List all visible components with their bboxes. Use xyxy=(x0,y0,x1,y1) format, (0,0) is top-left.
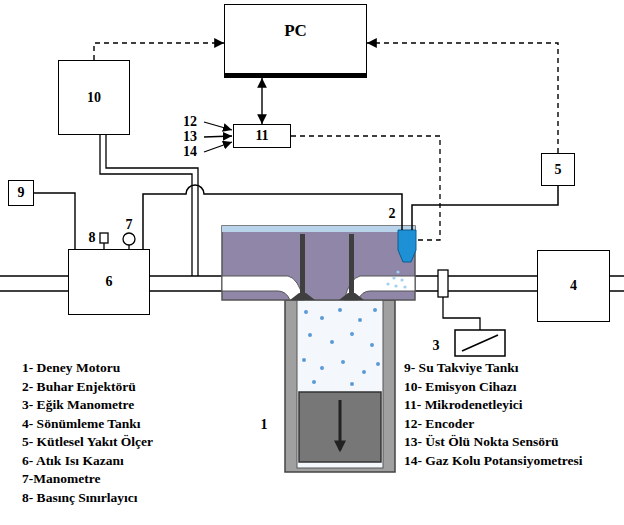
callout-number: 7 xyxy=(126,217,133,232)
pipe-wall xyxy=(0,290,68,292)
dot xyxy=(358,318,362,322)
key-entry: 2- Buhar Enjektörü xyxy=(22,379,136,394)
dot xyxy=(302,358,306,362)
dot xyxy=(350,382,354,386)
water-tank-box: 9 xyxy=(8,180,34,206)
fuel-line xyxy=(412,186,558,230)
key-entry: 1- Deney Motoru xyxy=(22,361,120,376)
inclined-manometer xyxy=(455,330,505,356)
spray xyxy=(386,270,406,288)
callout-number: 1 xyxy=(261,417,268,432)
spray-drop xyxy=(394,284,397,287)
connector xyxy=(261,78,262,124)
key-entry: 11- Mikrodenetleyici xyxy=(404,398,523,413)
manometer-gauge xyxy=(123,233,135,245)
valve-stem xyxy=(300,234,305,294)
box-label: 9 xyxy=(18,185,25,200)
orifice-flange xyxy=(438,270,448,297)
spray-drop xyxy=(396,270,399,273)
signal-arrow xyxy=(204,136,232,137)
dot xyxy=(362,370,366,374)
valve-head xyxy=(290,293,315,300)
microcontroller-box: 11 xyxy=(233,124,291,148)
pipe-wall xyxy=(150,275,222,277)
steam-line xyxy=(143,185,402,249)
spray-drop xyxy=(392,276,395,279)
manometer-tube xyxy=(443,297,480,330)
box-label: 6 xyxy=(106,274,113,289)
piston xyxy=(299,392,381,462)
key-entry: 12- Encoder xyxy=(404,416,474,431)
computer-box: PC xyxy=(224,4,367,78)
manometer-tube xyxy=(462,335,498,351)
boiler-box: 6 xyxy=(68,249,150,315)
signal-arrow xyxy=(204,142,232,152)
spray-drop xyxy=(400,278,403,281)
key-entry: 5- Kütlesel Yakıt Ölçer xyxy=(22,435,153,450)
exhaust-port xyxy=(222,276,304,300)
steam-injector xyxy=(398,230,416,262)
cylinder-head xyxy=(222,226,415,300)
key-entry: 9- Su Takviye Tankı xyxy=(404,361,518,376)
dot xyxy=(373,308,377,312)
spray-drop xyxy=(386,282,389,285)
box-label: 10 xyxy=(87,90,101,105)
fuel-meter-box: 5 xyxy=(541,153,575,186)
dot xyxy=(376,362,380,366)
data-link xyxy=(367,43,558,153)
key-entry: 4- Sönümleme Tankı xyxy=(22,416,141,431)
control-signal xyxy=(291,136,440,240)
cylinder-liner xyxy=(297,300,383,468)
dot xyxy=(312,380,316,384)
valve-head xyxy=(339,293,364,300)
dot xyxy=(320,366,324,370)
dot xyxy=(304,310,308,314)
valve-stem xyxy=(349,234,354,294)
key-entry: 13- Üst Ölü Nokta Sensörü xyxy=(404,435,559,450)
dot xyxy=(370,343,374,347)
pipe-wall xyxy=(0,275,68,277)
pipe-wall xyxy=(150,290,222,292)
key-entry: 8- Basınç Sınırlayıcı xyxy=(22,490,138,505)
pipe-wall xyxy=(415,275,537,277)
callout-number: 14 xyxy=(183,144,197,159)
mixture-dots xyxy=(302,308,380,386)
engine-block xyxy=(285,300,395,472)
dot xyxy=(350,332,354,336)
callout-number: 3 xyxy=(433,338,440,353)
connector xyxy=(34,193,75,249)
data-link xyxy=(94,43,224,60)
dot xyxy=(308,333,312,337)
emission-device-box: 10 xyxy=(58,60,130,135)
key-entry: 10- Emisyon Cihazı xyxy=(404,379,517,394)
spray-drop xyxy=(403,285,406,288)
callout-number: 2 xyxy=(389,206,396,221)
key-entry: 3- Eğik Manometre xyxy=(22,398,134,413)
callout-number: 8 xyxy=(89,230,96,245)
dot xyxy=(320,316,324,320)
head-band xyxy=(222,226,415,232)
box-label: 5 xyxy=(555,162,562,177)
pressure-limiter xyxy=(100,233,108,243)
box-label: PC xyxy=(284,22,307,41)
piston-motion-arrow xyxy=(339,400,342,450)
box-label: 11 xyxy=(255,128,268,143)
callout-number: 12 xyxy=(183,114,197,129)
pipe-wall xyxy=(610,275,624,277)
key-entry: 6- Atık Isı Kazanı xyxy=(22,453,124,468)
pipe-wall xyxy=(610,290,624,292)
dot xyxy=(341,360,345,364)
dot xyxy=(338,308,342,312)
signal-arrow xyxy=(204,122,232,130)
damping-tank-box: 4 xyxy=(537,250,610,322)
key-entry: 14- Gaz Kolu Potansiyometresi xyxy=(404,453,583,468)
dot xyxy=(330,340,334,344)
callout-number: 13 xyxy=(183,129,197,144)
key-entry: 7-Manometre xyxy=(22,472,100,487)
box-label: 4 xyxy=(570,278,577,293)
pipe-wall xyxy=(415,290,537,292)
